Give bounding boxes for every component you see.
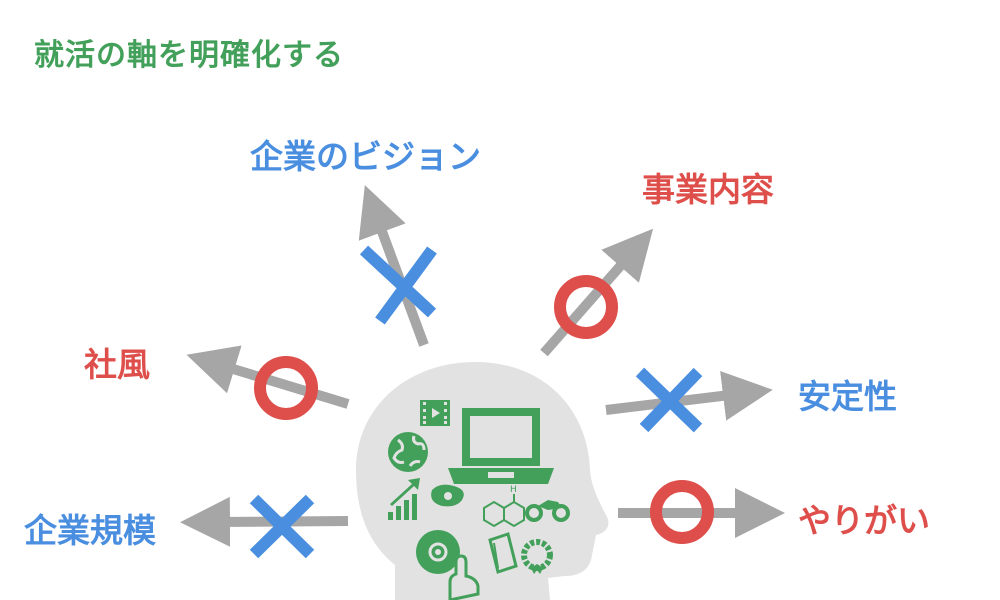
wreath-icon [521,539,553,574]
motorcycle-icon [525,500,570,522]
globe-icon [388,432,428,472]
label-vision: 企業のビジョン [250,137,481,176]
bar-chart-icon [388,478,420,520]
book-icon [488,532,518,574]
circle-mark-culture [254,356,318,420]
steak-icon [431,484,464,507]
circle-mark-business [554,275,618,339]
cross-mark-vision [359,245,437,325]
arrow-business [540,228,654,357]
svg-text:H: H [510,485,517,495]
arrow-culture [186,345,350,409]
label-reward: やりがい [798,501,930,540]
diagram-title: 就活の軸を明確化する [34,38,344,73]
cross-mark-scale [249,494,315,559]
circle-mark-reward [650,480,714,544]
cd-icon [416,530,460,574]
label-scale: 企業規模 [24,511,156,550]
label-business: 事業内容 [642,170,774,209]
label-stability: 安定性 [798,377,897,416]
chemistry-icon: H [483,485,525,528]
pointing-hand-icon [448,554,480,600]
label-culture: 社風 [84,345,150,384]
cross-mark-stability [635,367,703,433]
laptop-icon [448,408,554,484]
film-icon [420,400,450,426]
